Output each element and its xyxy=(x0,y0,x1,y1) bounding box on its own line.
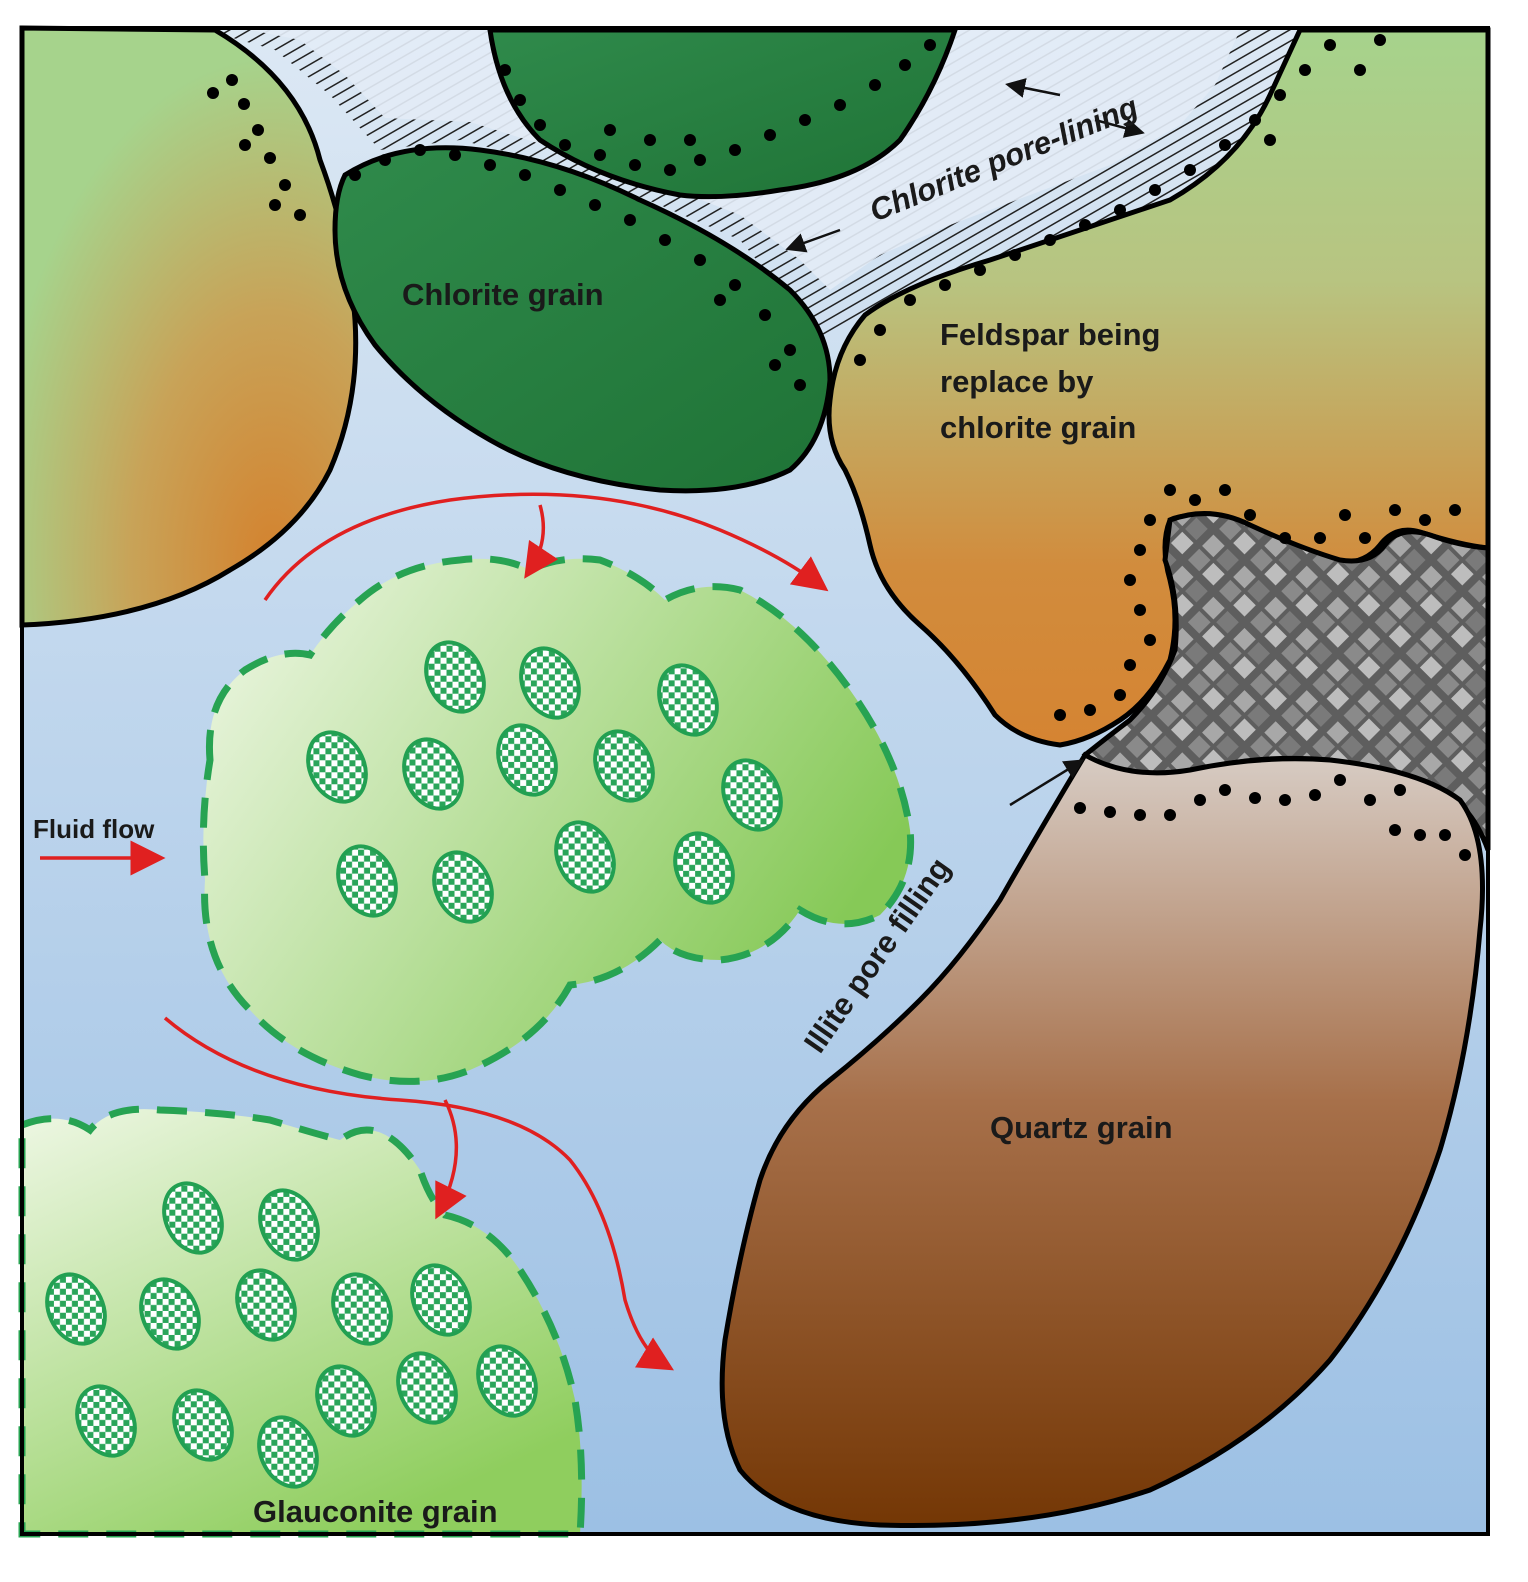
glauconite-inclusion xyxy=(162,1181,224,1255)
glauconite-inclusion xyxy=(519,646,581,720)
glauconite-inclusion xyxy=(657,663,719,737)
glauconite-inclusion xyxy=(496,723,558,797)
chlorite-grain xyxy=(332,145,833,494)
glauconite-inclusion xyxy=(432,850,494,924)
glauconite-inclusion xyxy=(336,844,398,918)
fluid-flow-label: Fluid flow xyxy=(33,814,155,844)
glauconite-inclusion xyxy=(476,1344,538,1418)
flow-arrow-bottom-branch xyxy=(435,1099,467,1220)
glauconite-inclusion xyxy=(139,1277,201,1351)
feldspar-label-line1: Feldspar being xyxy=(940,317,1160,352)
glauconite-inclusion xyxy=(258,1188,320,1262)
glauconite-inclusion xyxy=(257,1415,319,1489)
glauconite-inclusion xyxy=(402,737,464,811)
pore-lining-arrow-down xyxy=(785,228,841,253)
chlorite-grain-top xyxy=(487,27,959,200)
glauconite-inclusion xyxy=(172,1388,234,1462)
feldspar-label-line2: replace by xyxy=(940,364,1094,399)
chlorite-grain-label: Chlorite grain xyxy=(402,277,604,312)
glauconite-inclusions-middle xyxy=(306,640,783,924)
flow-arrow-bottom xyxy=(163,1016,675,1371)
pore-lining-arrow-right xyxy=(1094,118,1145,138)
illite-pointer-arrow xyxy=(1009,759,1085,807)
quartz-grain xyxy=(719,751,1485,1529)
glauconite-inclusion xyxy=(306,730,368,804)
glauconite-inclusion xyxy=(396,1351,458,1425)
glauconite-grain-label: Glauconite grain xyxy=(253,1494,498,1529)
feldspar-grain-top-left xyxy=(19,25,359,628)
glauconite-inclusion xyxy=(45,1272,107,1346)
glauconite-inclusion xyxy=(593,729,655,803)
glauconite-inclusion xyxy=(235,1268,297,1342)
flow-arrow-top xyxy=(263,492,829,601)
glauconite-inclusion xyxy=(424,640,486,714)
glauconite-inclusion xyxy=(75,1384,137,1458)
diagram-frame xyxy=(20,26,1490,1536)
glauconite-inclusion xyxy=(673,831,735,905)
glauconite-inclusion xyxy=(315,1364,377,1438)
glauconite-inclusion xyxy=(721,758,783,832)
glauconite-inclusions-bottom xyxy=(45,1181,538,1489)
quartz-grain-label: Quartz grain xyxy=(990,1110,1173,1145)
fluid-flow-arrows xyxy=(40,492,829,1371)
glauconite-inclusion xyxy=(410,1263,472,1337)
chlorite-dot-rims xyxy=(207,34,1471,861)
feldspar-label-line3: chlorite grain xyxy=(940,410,1136,445)
pore-lining-arrow-left xyxy=(1005,78,1061,98)
glauconite-grain-middle xyxy=(199,555,915,1085)
flow-arrow-top-branch xyxy=(524,504,559,579)
glauconite-inclusion xyxy=(331,1272,393,1346)
pointer-arrows xyxy=(785,78,1145,807)
glauconite-inclusion xyxy=(554,820,616,894)
